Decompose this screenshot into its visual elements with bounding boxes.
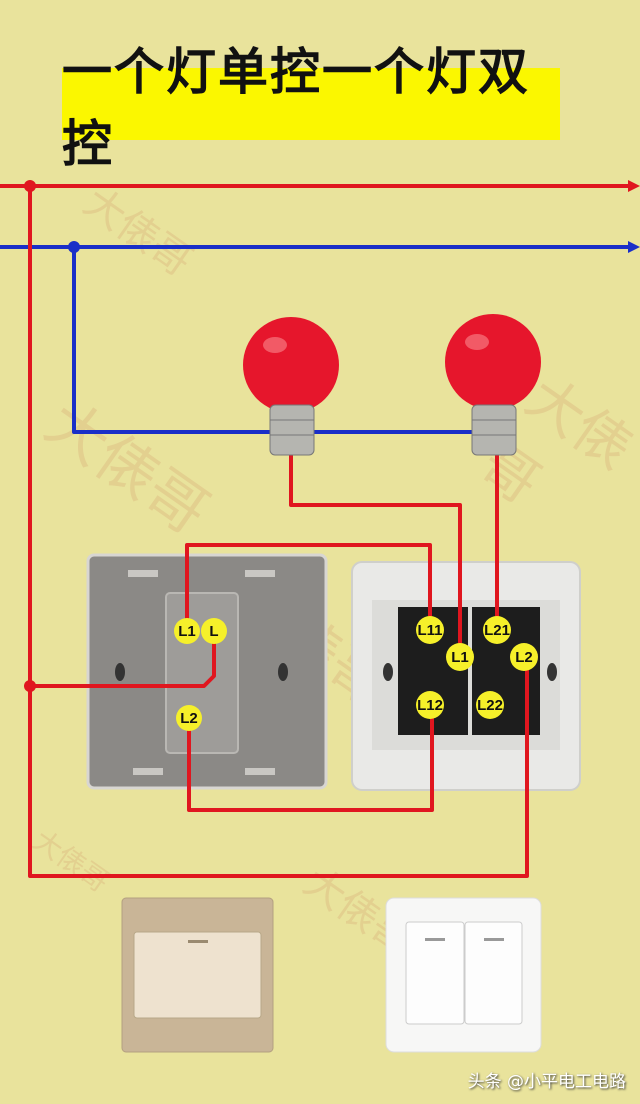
svg-text:L: L	[209, 623, 218, 640]
terminal: L2	[176, 705, 202, 731]
single-switch-front	[121, 897, 274, 1053]
svg-text:L11: L11	[417, 622, 442, 639]
terminal: L1	[446, 643, 474, 671]
svg-text:L1: L1	[451, 649, 469, 666]
single-switch-back	[86, 553, 328, 790]
terminal: L21	[483, 616, 511, 644]
double-switch-front	[385, 897, 542, 1053]
neutral-junction	[68, 241, 80, 253]
terminal: L	[201, 618, 227, 644]
terminal: L22	[476, 691, 504, 719]
lamp-right	[445, 314, 541, 456]
neutral-to-lamps	[72, 247, 500, 434]
lamp1-wire	[289, 455, 462, 657]
terminal: L12	[416, 691, 444, 719]
svg-text:L21: L21	[484, 622, 510, 639]
svg-text:L2: L2	[180, 710, 198, 727]
neutral-arrow-icon	[628, 241, 640, 253]
traveler-wire-2	[187, 705, 434, 812]
live-to-single-switch	[30, 631, 216, 688]
live-junction	[24, 180, 36, 192]
live-arrow-icon	[628, 180, 640, 192]
lamp-left	[243, 317, 339, 456]
terminal: L1	[174, 618, 200, 644]
svg-text:L22: L22	[477, 697, 503, 714]
svg-text:L12: L12	[417, 697, 443, 714]
traveler-wire-1	[185, 543, 432, 631]
svg-text:L2: L2	[515, 649, 533, 666]
double-switch-back	[351, 561, 581, 791]
svg-text:L1: L1	[178, 623, 196, 640]
live-to-double-switch	[28, 186, 529, 878]
live-junction	[24, 680, 36, 692]
footer-credit: 头条 @小平电工电路	[467, 1072, 626, 1092]
terminal: L11	[416, 616, 444, 644]
terminal: L2	[510, 643, 538, 671]
